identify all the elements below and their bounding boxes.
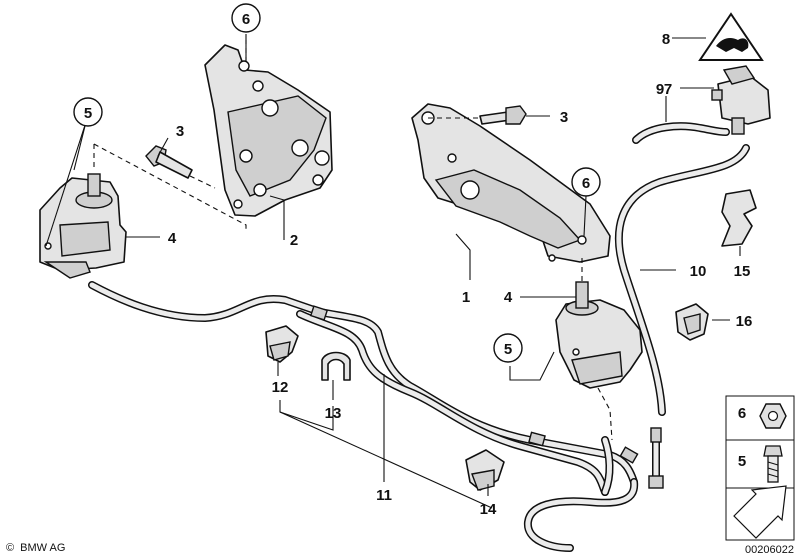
callout-13: 13 [325, 405, 342, 422]
callout-16: 16 [736, 313, 753, 330]
legend-box: 6 5 [725, 395, 795, 541]
bolt-icon [763, 445, 783, 483]
callout-6-right: 6 [582, 175, 590, 192]
brand-name: BMW AG [20, 542, 65, 554]
callout-6-top: 6 [242, 11, 250, 28]
callout-8: 8 [662, 31, 670, 48]
warning-triangle-icon [698, 12, 764, 61]
hose-9 [632, 122, 730, 144]
clip-14 [465, 449, 505, 491]
callout-7: 7 [664, 81, 672, 98]
nut-icon [759, 403, 787, 429]
engine-mount-left [39, 173, 127, 279]
callout-11: 11 [376, 487, 392, 504]
bolt-right [479, 105, 527, 125]
callout-9: 9 [656, 81, 664, 98]
diagram-number: 00206022 [745, 544, 794, 556]
callout-circle-6-right: 6 [571, 167, 601, 197]
callout-circle-5-left: 5 [73, 97, 103, 127]
callout-4-left: 4 [168, 230, 177, 247]
legend-label-5: 5 [738, 453, 746, 470]
copyright-symbol: © [6, 542, 14, 554]
clip-16 [675, 303, 709, 341]
callout-5-right: 5 [504, 341, 512, 358]
callout-3-right: 3 [560, 109, 568, 126]
hose-assembly-11 [88, 281, 664, 552]
arrow-down-left-icon [733, 485, 787, 539]
callout-12: 12 [272, 379, 289, 396]
legend-label-6: 6 [738, 405, 746, 422]
clip-15 [721, 189, 757, 247]
engine-bracket-left [204, 44, 333, 217]
engine-mount-right [555, 281, 643, 389]
vacuum-hose-10 [614, 144, 750, 416]
callout-1: 1 [462, 289, 470, 306]
callout-3-left: 3 [176, 123, 184, 140]
clip-12 [265, 325, 299, 363]
bolt-left [145, 145, 193, 179]
callout-14: 14 [480, 501, 497, 518]
callout-10: 10 [690, 263, 707, 280]
clip-13 [321, 351, 351, 381]
solenoid-valve-7 [711, 65, 771, 135]
copyright-text: © BMW AG [6, 542, 65, 554]
callout-2: 2 [290, 232, 298, 249]
callout-15: 15 [734, 263, 751, 280]
callout-5-left: 5 [84, 105, 92, 122]
callout-4-right: 4 [504, 289, 513, 306]
callout-circle-5-right: 5 [493, 333, 523, 363]
callout-circle-6-top: 6 [231, 3, 261, 33]
